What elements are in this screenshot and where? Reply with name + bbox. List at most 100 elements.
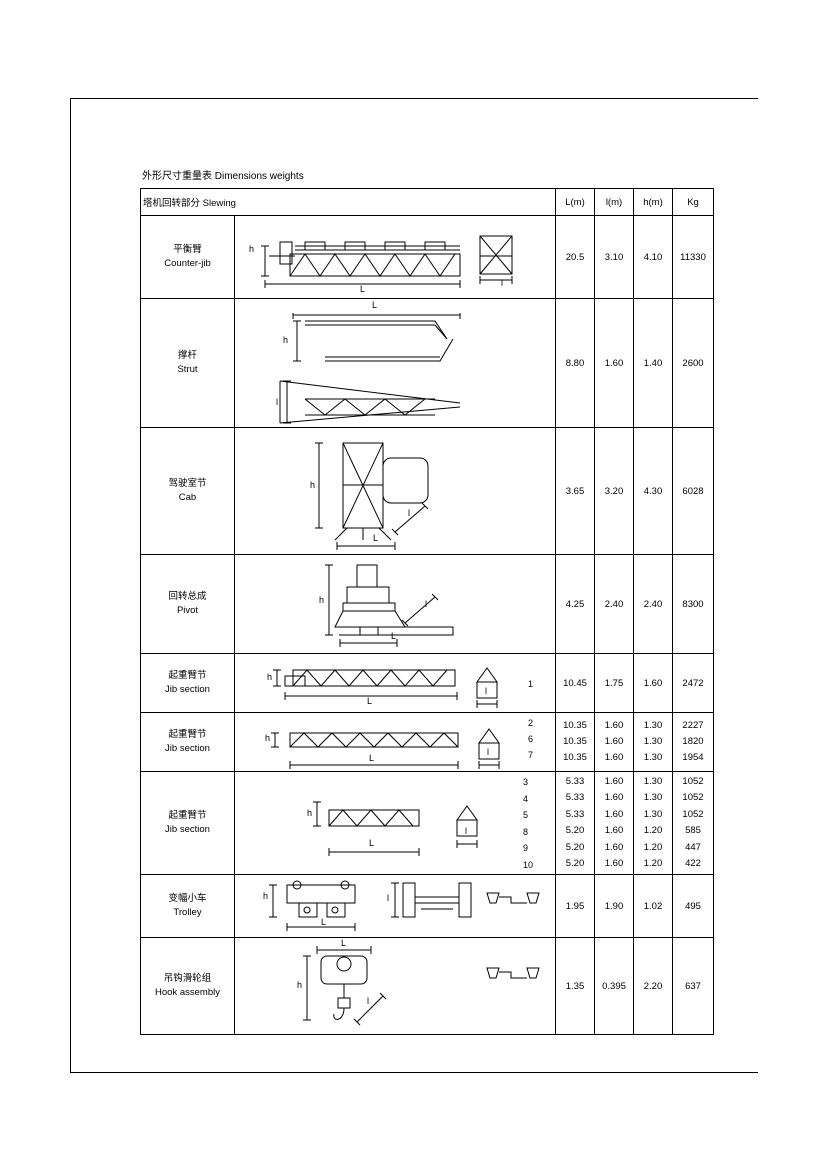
value-L: 5.20 bbox=[565, 841, 585, 853]
value-kg: 495 bbox=[672, 874, 714, 938]
component-name: 起重臂节 Jib section bbox=[140, 771, 235, 875]
component-name: 驾驶室节 Cab bbox=[140, 427, 235, 555]
dim-label-l: l bbox=[367, 996, 369, 1006]
value-l: 1.75 bbox=[594, 653, 634, 713]
value-l: 2.40 bbox=[594, 554, 634, 654]
dim-label-l: l bbox=[501, 278, 503, 288]
value-h: 1.30 bbox=[643, 736, 663, 747]
value-kg: 2600 bbox=[672, 298, 714, 428]
table-row: 驾驶室节 Cab h L l 3.65 3.20 4.30 6028 bbox=[140, 427, 714, 555]
section-number: 3 bbox=[522, 777, 528, 787]
dim-label-L: L bbox=[367, 696, 373, 706]
value-l: 1.60 bbox=[604, 858, 624, 869]
component-name-cn: 驾驶室节 bbox=[168, 478, 207, 489]
value-kg: 2227 bbox=[682, 720, 704, 731]
dim-label-l: l bbox=[465, 826, 467, 836]
section-numbers: 3 4 5 8 9 10 bbox=[523, 774, 533, 873]
component-name-en: Jib section bbox=[165, 824, 210, 835]
component-name: 回转总成 Pivot bbox=[140, 554, 235, 654]
value-kg: 2472 bbox=[672, 653, 714, 713]
jib-section-2-drawing: h L l 2 6 7 bbox=[234, 712, 556, 772]
value-h: 1.30 bbox=[643, 752, 663, 763]
jib-section-3-drawing: h L l 3 4 5 8 9 10 bbox=[234, 771, 556, 875]
dim-label-h: h bbox=[283, 335, 289, 345]
col-header-l: l(m) bbox=[594, 188, 634, 216]
dim-label-h: h bbox=[263, 891, 269, 901]
section-numbers: 2 6 7 bbox=[528, 715, 533, 763]
section-number: 5 bbox=[522, 810, 528, 820]
table-row: 起重臂节 Jib section h L l 1 10.45 1.75 1.60… bbox=[140, 653, 714, 713]
page-border-top bbox=[70, 98, 758, 99]
value-L: 5.20 bbox=[565, 858, 585, 869]
component-name-en: Counter-jib bbox=[164, 258, 211, 269]
dim-label-l: l bbox=[487, 747, 489, 757]
value-h: 4.30 bbox=[633, 427, 673, 555]
dim-label-L: L bbox=[369, 838, 375, 848]
values-kg: 1052 1052 1052 585 447 422 bbox=[672, 771, 714, 875]
value-h: 1.40 bbox=[633, 298, 673, 428]
value-L: 5.33 bbox=[565, 808, 585, 820]
component-name: 吊钩滑轮组 Hook assembly bbox=[140, 937, 235, 1035]
value-l: 1.60 bbox=[604, 775, 624, 787]
value-kg: 11330 bbox=[672, 215, 714, 299]
component-name-cn: 起重臂节 bbox=[168, 670, 207, 681]
table-row: 回转总成 Pivot h L l 4.25 2.40 2.40 8300 bbox=[140, 554, 714, 654]
component-name-en: Cab bbox=[178, 492, 197, 503]
component-name: 撑杆 Strut bbox=[140, 298, 235, 428]
value-l: 1.60 bbox=[604, 825, 624, 836]
values-h: 1.30 1.30 1.30 bbox=[633, 712, 673, 772]
value-L: 5.33 bbox=[565, 775, 585, 787]
value-h: 1.20 bbox=[643, 825, 663, 836]
dim-label-L: L bbox=[341, 938, 347, 948]
col-header-h: h(m) bbox=[633, 188, 673, 216]
table-row: 起重臂节 Jib section h L l 3 4 5 8 9 10 bbox=[140, 771, 714, 875]
component-name-en: Hook assembly bbox=[155, 987, 220, 998]
value-l: 1.60 bbox=[604, 841, 624, 853]
value-l: 1.60 bbox=[604, 808, 624, 820]
dim-label-L: L bbox=[321, 917, 327, 927]
value-L: 10.35 bbox=[563, 752, 587, 763]
dim-label-h: h bbox=[265, 733, 271, 743]
dimensions-table: 塔机回转部分 Slewing L(m) l(m) h(m) Kg 平衡臂 Cou… bbox=[140, 188, 714, 1035]
page-border-bottom bbox=[70, 1072, 758, 1073]
component-name-cn: 吊钩滑轮组 bbox=[163, 973, 212, 984]
value-L: 8.80 bbox=[555, 298, 595, 428]
pivot-drawing: h L l bbox=[234, 554, 556, 654]
dim-label-l: l bbox=[387, 893, 389, 903]
value-l: 1.60 bbox=[604, 736, 624, 747]
component-name-cn: 撑杆 bbox=[177, 350, 197, 361]
trolley-drawing: h L l bbox=[234, 874, 556, 938]
value-kg: 6028 bbox=[672, 427, 714, 555]
section-number: 6 bbox=[527, 734, 533, 744]
value-L: 4.25 bbox=[555, 554, 595, 654]
cab-drawing: h L l bbox=[234, 427, 556, 555]
value-L: 10.35 bbox=[563, 736, 587, 747]
value-L: 5.20 bbox=[565, 825, 585, 836]
col-header-L: L(m) bbox=[555, 188, 595, 216]
dim-label-h: h bbox=[319, 595, 325, 605]
component-name-cn: 起重臂节 bbox=[168, 729, 207, 740]
value-kg: 8300 bbox=[672, 554, 714, 654]
component-name: 起重臂节 Jib section bbox=[140, 653, 235, 713]
hook-assembly-drawing: L h l bbox=[234, 937, 556, 1035]
value-kg: 585 bbox=[685, 825, 701, 836]
value-h: 4.10 bbox=[633, 215, 673, 299]
value-kg: 637 bbox=[672, 937, 714, 1035]
section-number: 4 bbox=[522, 793, 528, 804]
value-l: 1.60 bbox=[604, 752, 624, 763]
dim-label-l: l bbox=[276, 397, 278, 407]
dim-label-L: L bbox=[360, 284, 366, 294]
dim-label-h: h bbox=[307, 808, 313, 818]
dim-label-h: h bbox=[297, 980, 303, 990]
value-h: 1.02 bbox=[633, 874, 673, 938]
dim-label-L: L bbox=[391, 631, 397, 641]
col-header-kg: Kg bbox=[672, 188, 714, 216]
component-name-cn: 回转总成 bbox=[168, 591, 207, 602]
dim-label-h: h bbox=[249, 244, 255, 254]
value-kg: 1820 bbox=[682, 736, 704, 747]
value-h: 1.30 bbox=[643, 775, 663, 787]
counter-jib-drawing: h L l bbox=[234, 215, 556, 299]
table-row: 起重臂节 Jib section h L l 2 6 7 10.35 10. bbox=[140, 712, 714, 772]
value-L: 3.65 bbox=[555, 427, 595, 555]
section-number: 1 bbox=[527, 679, 533, 689]
